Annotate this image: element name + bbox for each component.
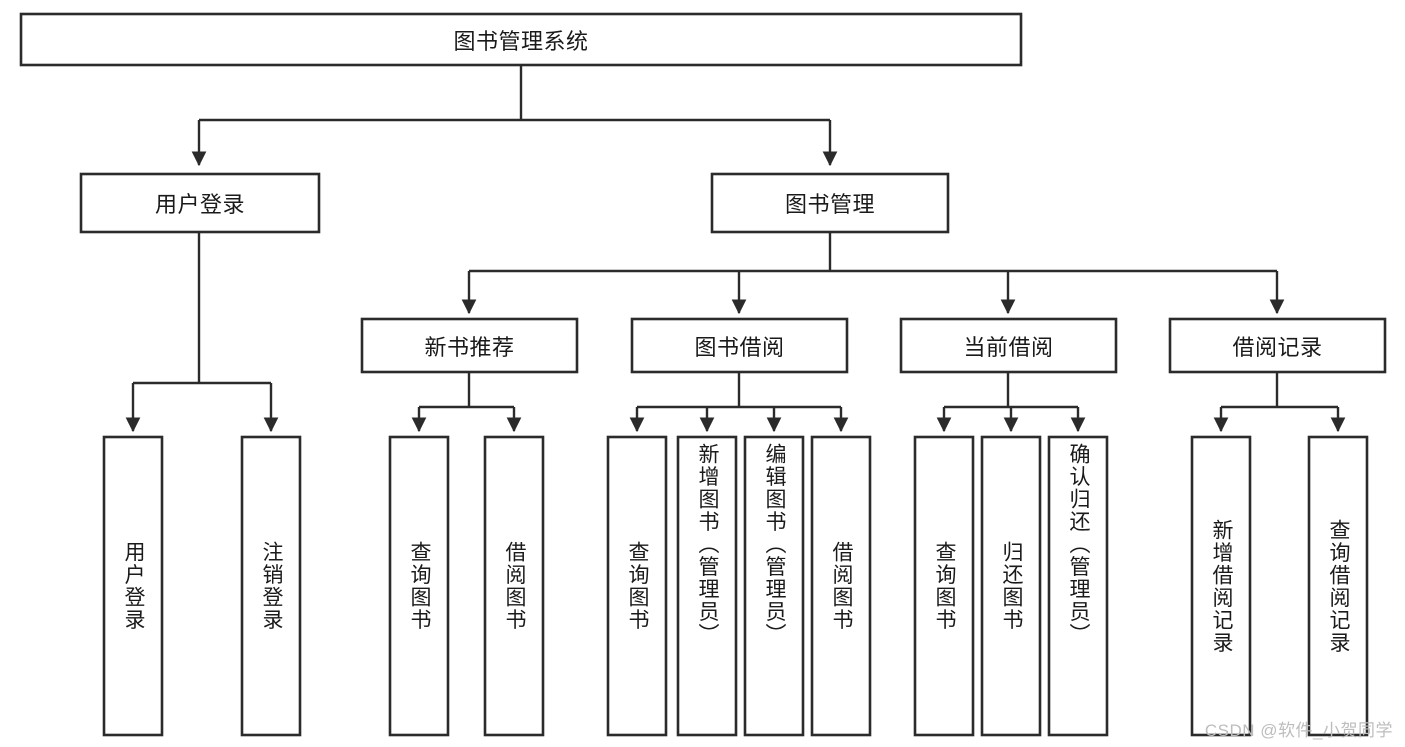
node-box-leaf-query-book-a[interactable] (388, 435, 450, 737)
node-box-leaf-borrow-book-b[interactable] (810, 435, 872, 737)
node-box-user-login[interactable] (79, 172, 321, 234)
node-box-leaf-borrow-book-a[interactable] (483, 435, 545, 737)
node-box-new-book-rec[interactable] (360, 317, 579, 374)
watermark-text: CSDN @软件_小贺同学 (1204, 721, 1393, 740)
node-box-leaf-user-login[interactable] (102, 435, 164, 737)
node-box-leaf-edit-book[interactable] (743, 435, 805, 737)
node-box-leaf-return-book[interactable] (980, 435, 1042, 737)
node-box-leaf-logout[interactable] (240, 435, 302, 737)
node-box-leaf-add-book[interactable] (676, 435, 738, 737)
node-box-leaf-query-record[interactable] (1307, 435, 1369, 737)
node-box-borrow-record[interactable] (1168, 317, 1387, 374)
node-box-book-borrow[interactable] (630, 317, 849, 374)
node-box-root[interactable] (19, 12, 1023, 67)
node-box-leaf-query-book-c[interactable] (913, 435, 975, 737)
node-box-leaf-query-book-b[interactable] (606, 435, 668, 737)
node-box-book-mgmt[interactable] (710, 172, 950, 234)
node-box-leaf-add-record[interactable] (1190, 435, 1252, 737)
node-box-leaf-confirm-return[interactable] (1047, 435, 1109, 737)
node-box-current-borrow[interactable] (899, 317, 1118, 374)
